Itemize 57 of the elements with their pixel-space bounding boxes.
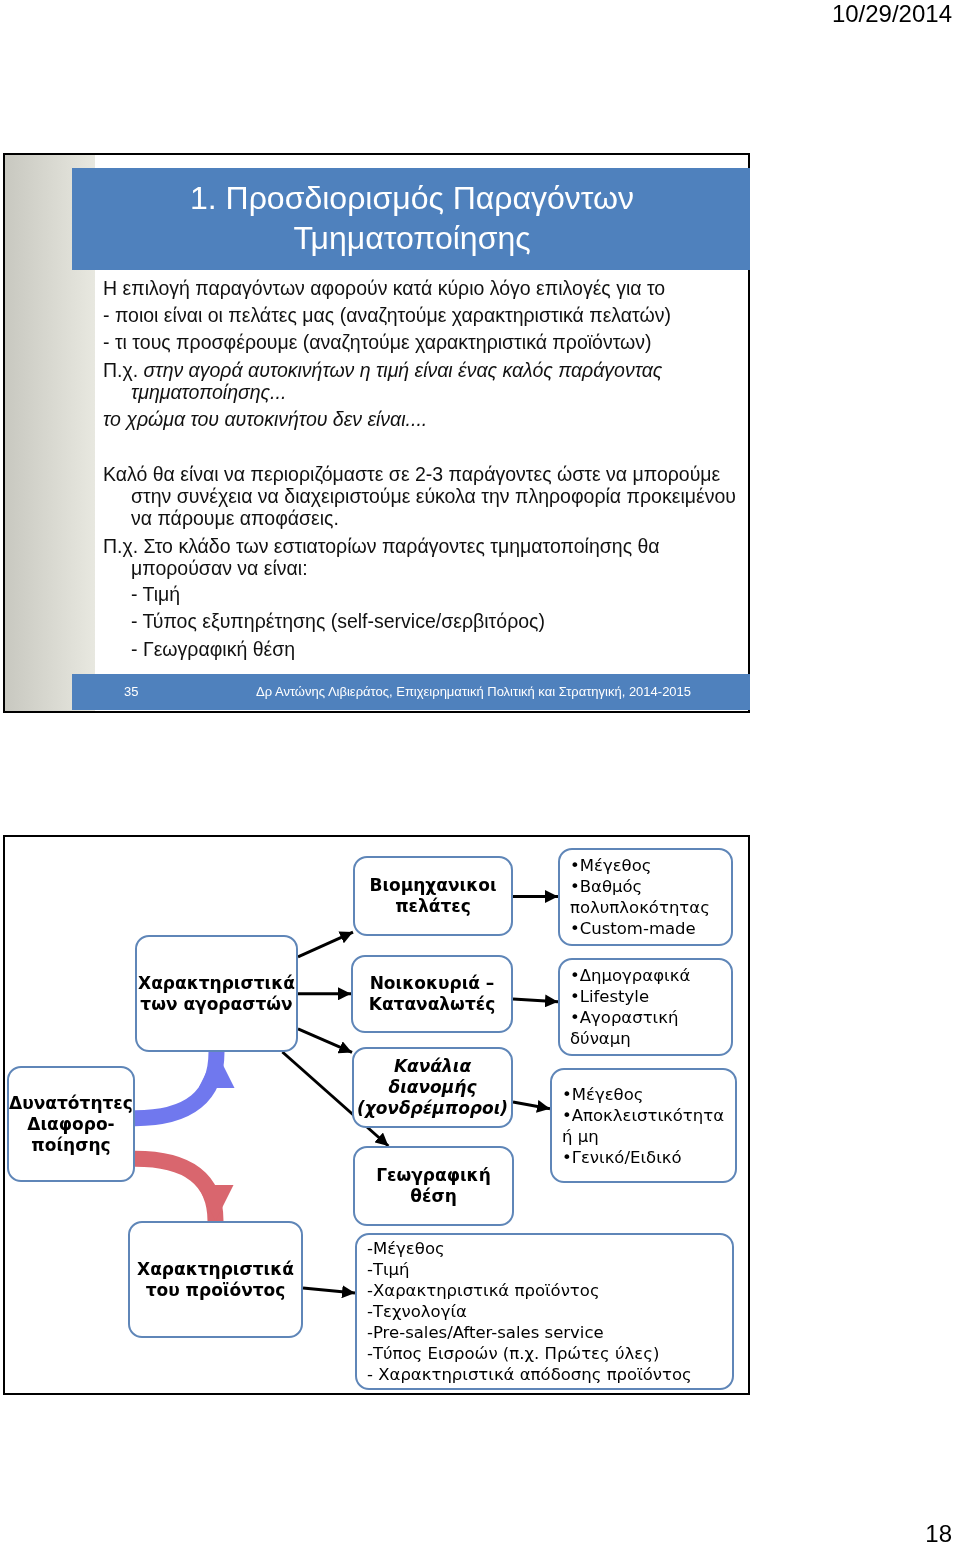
list-item: - Χαρακτηριστικά απόδοσης προϊόντος	[366, 1364, 693, 1385]
paragraph: - Τιμή	[131, 583, 182, 605]
list-item: -Τύπος Εισροών (π.χ. Πρώτες ύλες)	[366, 1343, 661, 1364]
slide-number: 35	[124, 684, 139, 699]
rounded-box	[135, 935, 298, 1052]
arrow	[512, 994, 559, 1008]
node-label: Νοικοκυριά – Καταναλωτές	[367, 973, 497, 1015]
rounded-box	[128, 1221, 303, 1338]
list-box	[550, 1068, 737, 1183]
list-item: -Χαρακτηριστικά προϊόντος	[366, 1280, 601, 1301]
list-item: -Μέγεθος	[366, 1238, 446, 1259]
paragraph: το χρώμα του αυτοκινήτου δεν είναι....	[103, 408, 429, 430]
node-label: Βιομηχανικοι πελάτες	[368, 875, 498, 917]
list-item: •Μέγεθος	[569, 855, 653, 876]
paragraph: Π.χ. στην αγορά αυτοκινήτων η τιμή είναι ένας καλός παράγοντας τμηματοποίησης...	[103, 359, 664, 403]
paragraph: - τι τους προσφέρουμε (αναζητούμε χαρακτηριστικά προϊόντων)	[103, 331, 653, 353]
paragraph: Καλό θα είναι να περιοριζόμαστε σε 2-3 παράγοντες ώστε να μπορούμε στην συνέχεια να διαχειριστούμε εύκολα την πληροφορία προκειμένου να πάρουμε αποφάσεις.	[103, 463, 737, 529]
arrow	[297, 930, 354, 959]
list-item: •Custom-made	[569, 918, 697, 939]
date-text: 10/29/2014	[831, 0, 952, 28]
arrow	[512, 1099, 551, 1113]
list-item: •Lifestyle	[569, 986, 651, 1007]
arrow	[298, 987, 351, 1001]
paragraph: - ποιοι είναι οι πελάτες μας (αναζητούμε χαρακτηριστικά πελατών)	[103, 304, 672, 326]
list-item: •Αποκλειστικότητα ή μη	[561, 1104, 726, 1147]
node-label: Χαρακτηριστικά του προϊόντος	[136, 1258, 295, 1301]
rounded-box	[351, 955, 513, 1033]
node-label: Δυνατότητες Διαφορο- ποίησης	[9, 1092, 133, 1156]
rounded-box	[353, 1146, 514, 1226]
arrow	[302, 1285, 356, 1299]
rounded-box	[7, 1066, 135, 1182]
arrow	[297, 1027, 353, 1054]
list-item: •Βαθμός πολυπλοκότητας	[569, 876, 711, 918]
paragraph: Π.χ. Στο κλάδο των εστιατορίων παράγοντες τμηματοποίησης θα μπορούσαν να είναι:	[103, 535, 661, 579]
paragraph: Η επιλογή παραγόντων αφορούν κατά κύριο λόγο επιλογές για το	[103, 277, 667, 299]
list-item: •Γενικό/Ειδικό	[561, 1146, 683, 1168]
list-item: -Τιμή	[366, 1259, 411, 1280]
list-box	[558, 848, 733, 946]
list-item: •Αγοραστική δύναμη	[569, 1007, 680, 1049]
list-item: -Τεχνολογία	[366, 1301, 468, 1322]
arrow	[513, 890, 558, 904]
footer-text: Δρ Αντώνης Λιβιεράτος, Επιχειρηματική Πολιτική και Στρατηγική, 2014-2015	[256, 684, 692, 699]
list-box	[355, 1233, 734, 1390]
arrow	[281, 1050, 390, 1148]
paragraph: - Γεωγραφική θέση	[131, 638, 297, 660]
page-number: 18	[925, 1520, 952, 1546]
paragraph: - Τύπος εξυπηρέτησης (self-service/σερβιτόρος)	[131, 610, 546, 632]
node-label: Χαρακτηριστικά των αγοραστών	[137, 972, 296, 1015]
slide-title: 1. Προσδιορισμός Παραγόντων Τμηματοποίησης	[188, 179, 635, 258]
list-item: •Δημογραφικά	[569, 965, 692, 986]
node-label: Γεωγραφική θέση	[375, 1165, 492, 1207]
node-label: Κανάλια διανομής (χονδρέμποροι)	[355, 1056, 510, 1119]
list-item: -Pre-sales/After-sales service	[366, 1322, 605, 1343]
list-box	[558, 958, 733, 1056]
rounded-box	[352, 1047, 513, 1128]
rounded-box	[353, 856, 513, 936]
list-item: •Μέγεθος	[561, 1083, 645, 1105]
